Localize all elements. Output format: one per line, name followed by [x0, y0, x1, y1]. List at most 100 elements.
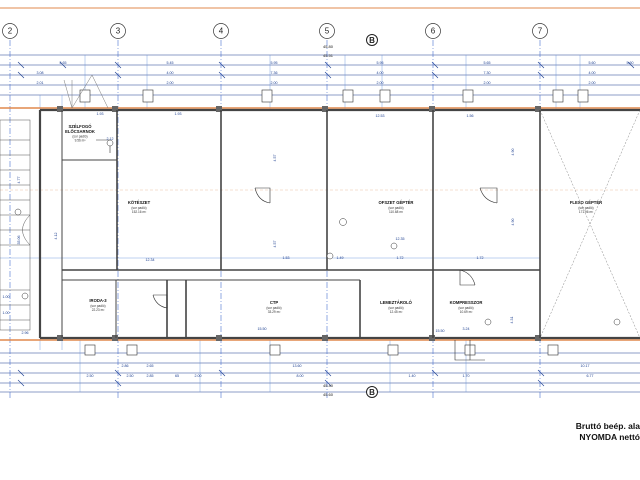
dim-side-4: 1.00 [3, 311, 10, 315]
section-marker-2 [366, 386, 378, 398]
dim-inner-10: 12.35 [396, 237, 405, 241]
dim-bottom-row1-1: 2.86 [122, 364, 129, 368]
dim-bottom-row1-4: 10.17 [581, 364, 590, 368]
room-name-4: FLEXO GÉPTÉR [570, 200, 602, 205]
grid-label-4: 4 [219, 27, 224, 36]
room-area-3: (sor padló) [388, 206, 403, 210]
dim-top-row3-3: 2.00 [271, 81, 278, 85]
dim-bottom-row2-4: 65 [175, 374, 179, 378]
dim-top-row2-3: 7.36 [271, 71, 278, 75]
dim-top-row2-1: 3.08 [37, 71, 44, 75]
dim-bottom-row1-3: 13.60 [293, 364, 302, 368]
room-area-6: (sor padló) [266, 306, 281, 310]
dim-inner-19: 15.50 [436, 329, 445, 333]
room-name-6: CTP [270, 300, 279, 305]
dim-top-row2-5: 7.30 [484, 71, 491, 75]
room-area-7: (sor padló) [388, 306, 403, 310]
room-area-4: 171.96 m² [579, 210, 593, 214]
dim-inner-8: 1.49 [337, 256, 344, 260]
room-area-2: (sor padló) [131, 206, 146, 210]
slab-edges [0, 107, 640, 341]
dim-top-row1-7: 5.60 [627, 61, 634, 65]
dim-top-row3-4: 2.00 [377, 81, 384, 85]
dim-bottom-row2-6: 8.00 [297, 374, 304, 378]
room-area-4: (sor padló) [578, 206, 593, 210]
bottom-dimension-lines [0, 352, 640, 393]
dim-bottom-row2-7: 1.40 [409, 374, 416, 378]
flexo-cross [539, 109, 640, 339]
room-name-1: SZÉLFOGÓ [68, 124, 92, 129]
grid-bubble-5 [319, 23, 335, 39]
room-name-3: OFSZET GÉPTÉR [379, 200, 414, 205]
dim-inner-21: 2.96 [22, 331, 29, 335]
dim-inner-3: 1.93 [175, 112, 182, 116]
interior-axis-lines [0, 189, 640, 259]
dim-inner-17: 4.31 [510, 317, 514, 324]
dim-top-row2-4: 4.00 [377, 71, 384, 75]
dim-bottom-overall-2: 45.60 [323, 392, 334, 397]
room-name-1: ELŐCSARNOK [65, 129, 95, 134]
dim-bottom-overall-1: 45.40 [323, 383, 334, 388]
dim-top-row1-4: 5.95 [377, 61, 384, 65]
footer-gross-area: Bruttó beép. ala [575, 421, 640, 431]
dim-top-overall-1: 45.80 [323, 44, 334, 49]
room-name-2: KÖTÉSZET [128, 200, 151, 205]
dim-top-row2-6: 4.00 [589, 71, 596, 75]
dim-inner-5: 1.72 [397, 256, 404, 260]
section-marker-label-1: B [369, 36, 375, 45]
dim-inner-9: 12.34 [146, 258, 155, 262]
dim-inner-2: 12.53 [376, 114, 385, 118]
dim-bottom-row2-5: 2.00 [195, 374, 202, 378]
section-marker-label-2: B [369, 388, 375, 397]
dim-inner-7: 1.53 [283, 256, 290, 260]
room-area-8: 10.69 m² [460, 310, 473, 314]
room-name-8: KOMPRESSZOR [450, 300, 483, 305]
dim-inner-13: 4.57 [273, 241, 277, 248]
room-area-2: 152.16 m² [132, 210, 146, 214]
dim-top-row1-2: 5.45 [167, 61, 174, 65]
grid-label-2: 2 [8, 27, 13, 36]
dim-inner-16: 3.24 [463, 327, 470, 331]
dim-inner-14: 4.90 [511, 149, 515, 156]
dim-top-row3-5: 2.00 [484, 81, 491, 85]
window-marks [79, 89, 589, 356]
grid-label-7: 7 [538, 27, 543, 36]
dim-inner-1: 1.93 [97, 112, 104, 116]
stair-left [0, 119, 31, 331]
room-area-1: (sor padló) [72, 135, 87, 139]
room-area-5: (sor padló) [90, 304, 105, 308]
dim-top-row2-2: 4.00 [167, 71, 174, 75]
section-marker-1 [366, 34, 378, 46]
wall-pilasters [57, 106, 541, 341]
dim-side-2: 35.06 [17, 236, 21, 245]
grid-label-3: 3 [116, 27, 121, 36]
grid-bubble-2 [2, 23, 18, 39]
grid-label-5: 5 [325, 27, 330, 36]
room-name-7: LEMEZTÁROLÓ [380, 300, 413, 305]
room-area-7: 12.45 m² [390, 310, 403, 314]
dim-inner-15: 4.90 [511, 219, 515, 226]
dim-inner-12: 4.57 [273, 155, 277, 162]
dim-top-row1-3: 5.95 [271, 61, 278, 65]
dim-side-1: 4.77 [17, 177, 21, 184]
helper-lines [39, 55, 581, 392]
dim-top-row1-6: 5.60 [589, 61, 596, 65]
dim-inner-6: 1.56 [467, 114, 474, 118]
dim-top-row1-1: 5.65 [60, 61, 67, 65]
dim-top-row1-5: 5.65 [484, 61, 491, 65]
grid-bubble-3 [110, 23, 126, 39]
room-name-5: IRODA-3 [89, 298, 107, 303]
section-markers: BB [366, 34, 378, 398]
dim-inner-11: 4.12 [54, 233, 58, 240]
grid-bubble-6 [425, 23, 441, 39]
dim-inner-4: 1.72 [477, 256, 484, 260]
dim-bottom-row1-2: 2.65 [147, 364, 154, 368]
dim-side-3: 1.00 [3, 295, 10, 299]
dim-bottom-row2-8: 1.70 [463, 374, 470, 378]
room-area-5: 22.23 m² [92, 308, 105, 312]
dim-top-row3-1: 2.01 [37, 81, 44, 85]
level-markers [14, 139, 621, 326]
